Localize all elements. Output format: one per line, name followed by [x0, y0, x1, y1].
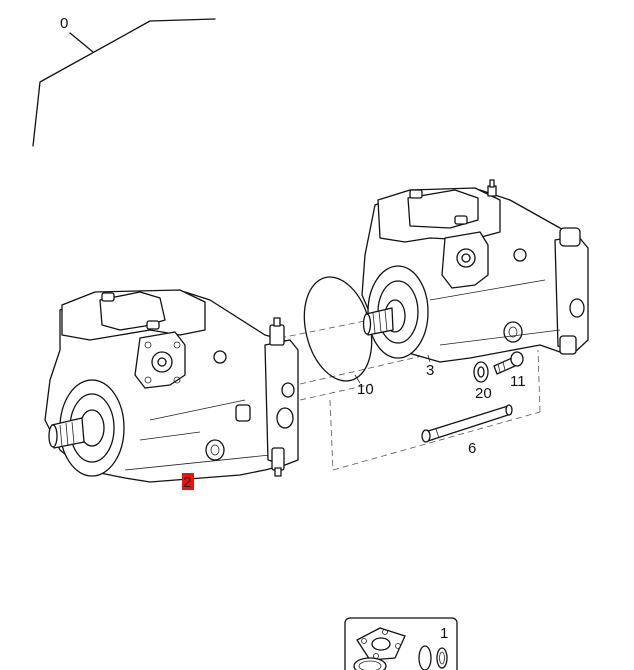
seal-kit-icon[interactable]: [344, 617, 458, 670]
leader-10: [354, 374, 361, 384]
hydraulic-pump-rear-icon[interactable]: [361, 179, 589, 363]
screw-icon[interactable]: [493, 351, 524, 375]
part-label-2[interactable]: 2: [183, 474, 191, 491]
part-label-0[interactable]: 0: [60, 15, 68, 32]
leader-3: [427, 354, 431, 363]
hydraulic-pump-icon[interactable]: [44, 289, 299, 483]
tube-icon[interactable]: [421, 404, 513, 443]
part-label-6[interactable]: 6: [468, 440, 476, 457]
part-label-20[interactable]: 20: [475, 385, 492, 402]
part-label-10[interactable]: 10: [357, 381, 374, 398]
washer-icon[interactable]: [473, 361, 489, 383]
part-2-highlight: [182, 473, 194, 490]
part-label-11[interactable]: 11: [510, 373, 526, 390]
part-label-3[interactable]: 3: [426, 362, 434, 379]
assembly-bracket: [32, 18, 216, 147]
part-label-1[interactable]: 1: [440, 625, 448, 642]
